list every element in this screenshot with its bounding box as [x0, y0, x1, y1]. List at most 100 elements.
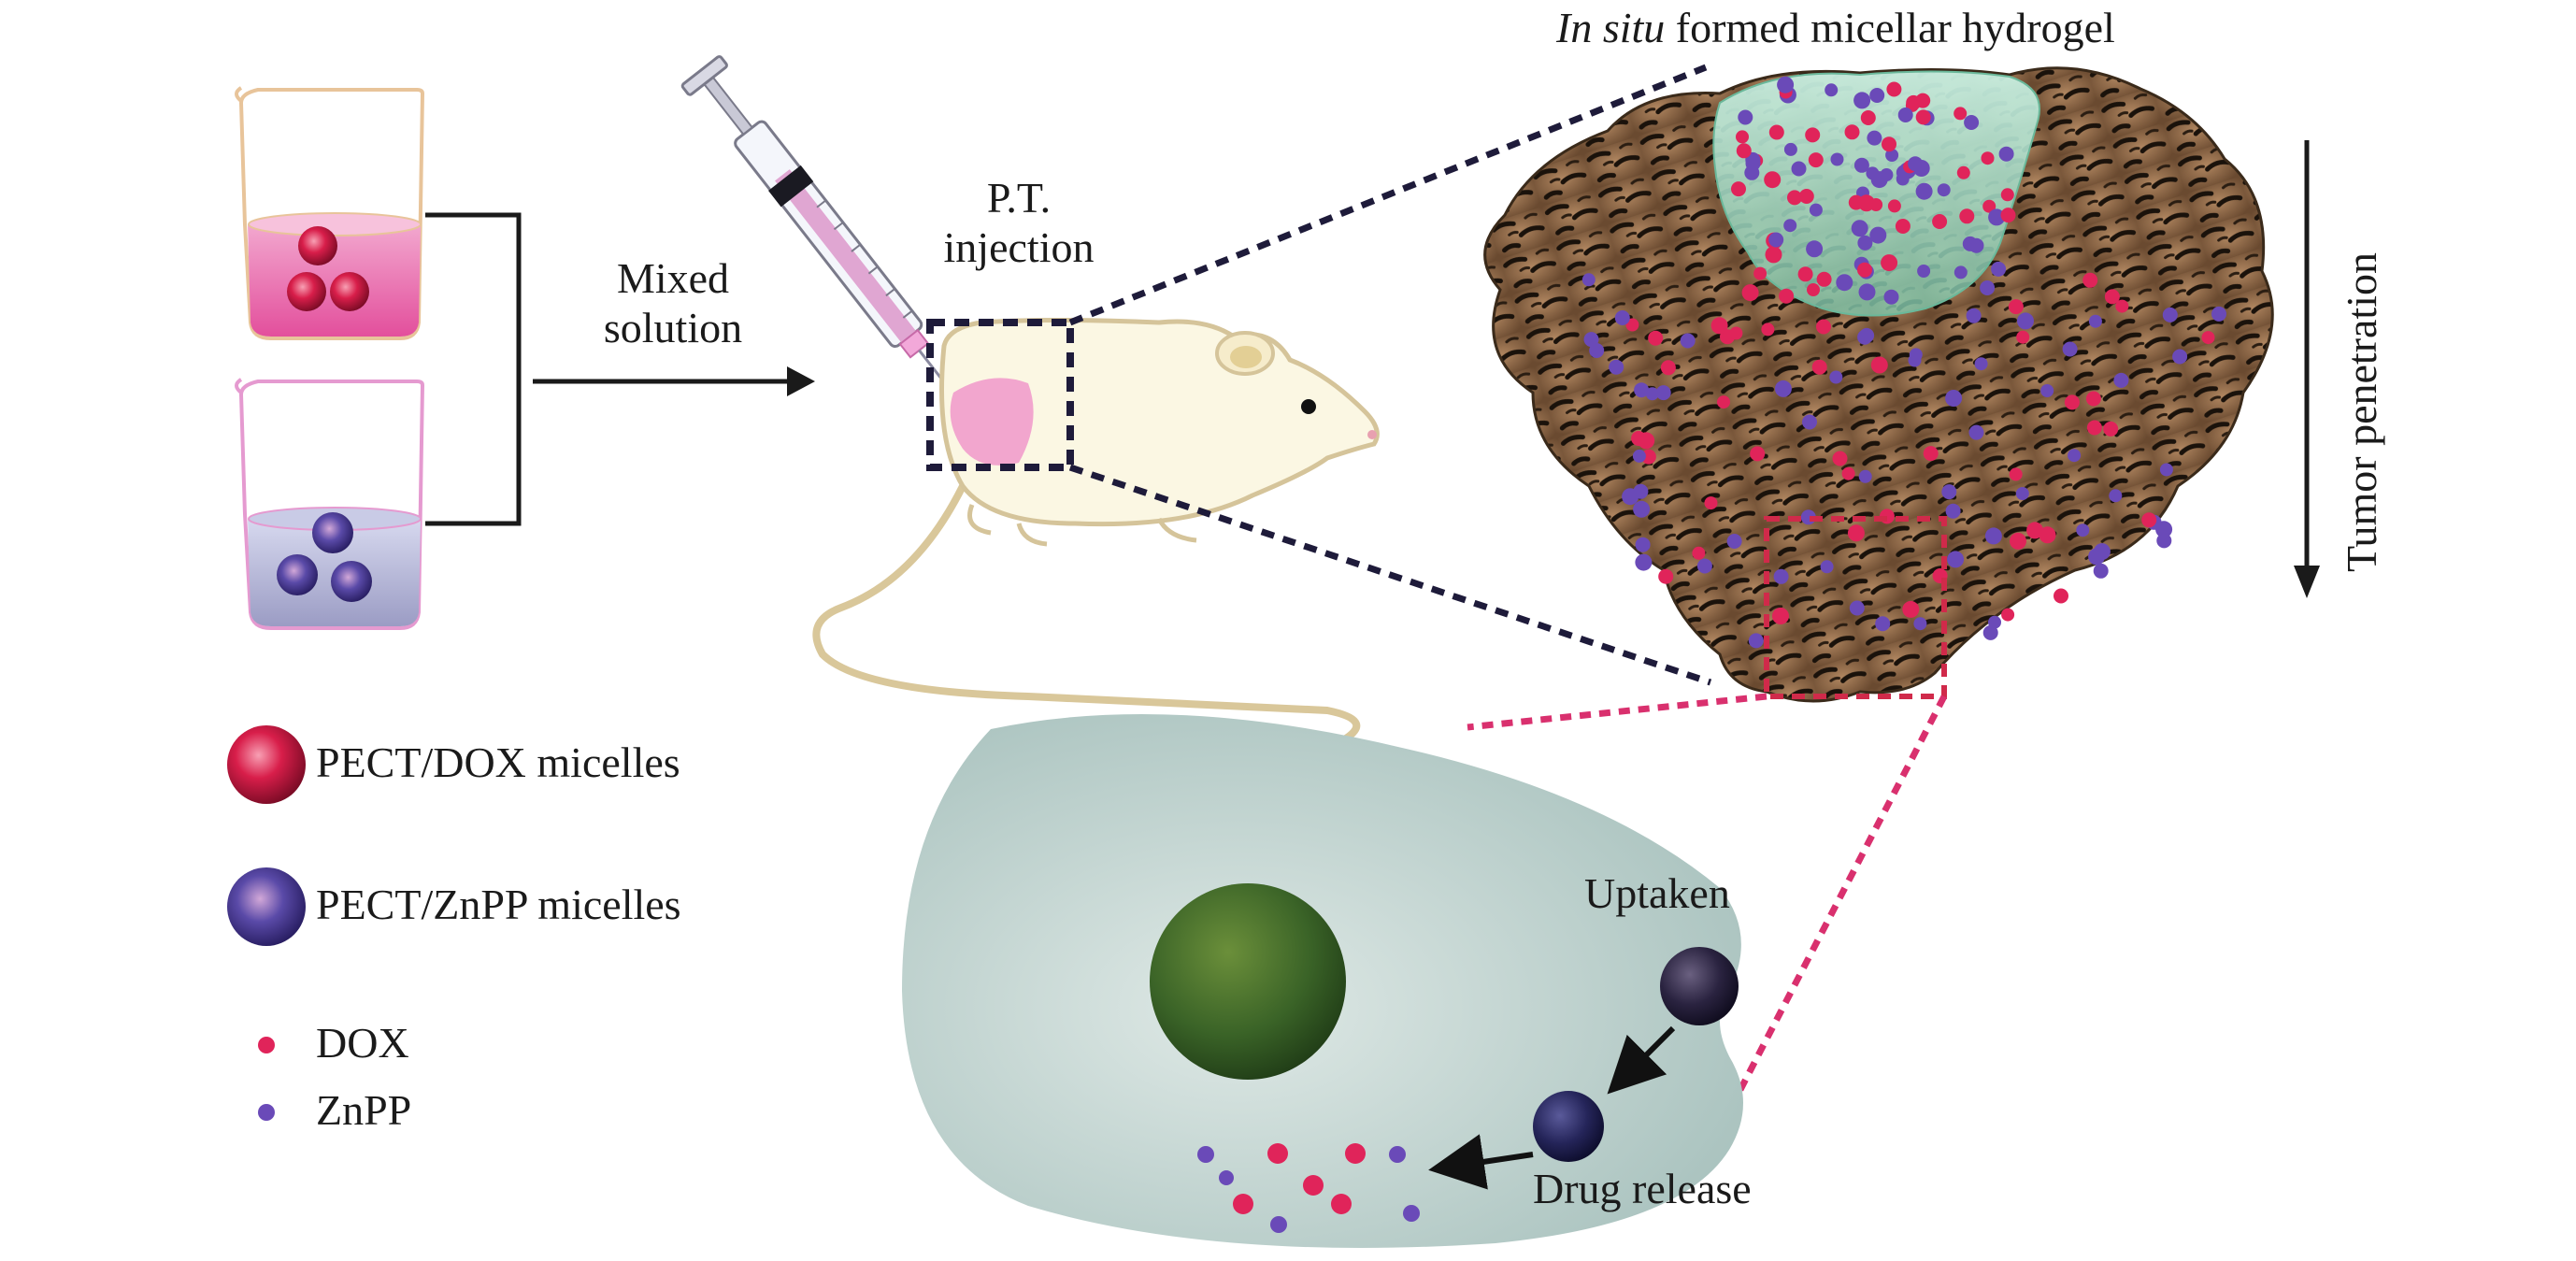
cell-zoom-line-right — [1727, 695, 1948, 1110]
znpp-particle — [1857, 329, 1873, 345]
znpp-particle — [1980, 280, 1996, 295]
znpp-particle — [2093, 563, 2109, 579]
dox-particle — [2201, 331, 2215, 345]
dox-particle — [1981, 151, 1995, 165]
legend-label-znpp: ZnPP — [316, 1086, 412, 1134]
dox-particle — [2010, 532, 2026, 550]
znpp-particle — [1809, 203, 1823, 217]
znpp-particle — [1870, 171, 1888, 189]
dox-particle — [1625, 318, 1639, 332]
znpp-particle — [1635, 537, 1651, 552]
znpp-particle — [2017, 312, 2034, 330]
znpp-particle — [1883, 289, 1899, 305]
tumor-illustration — [1483, 66, 2274, 703]
znpp-particle — [1858, 283, 1876, 301]
znpp-particle — [2156, 533, 2172, 549]
dox-particle — [1870, 356, 1888, 374]
dox-particle — [2008, 299, 2024, 315]
znpp-particle — [2159, 463, 2173, 477]
hydrogel-label-rest: formed micellar hydrogel — [1665, 4, 2115, 51]
znpp-particle — [2015, 487, 2029, 500]
penetration-arrow-head — [2294, 566, 2320, 598]
merge-bracket — [425, 212, 522, 526]
znpp-particle — [1945, 503, 1961, 519]
znpp-particle — [1896, 172, 1910, 186]
pt-injection-label: P.T. injection — [897, 174, 1140, 273]
dox-particle — [2082, 272, 2098, 288]
uptaken-label: Uptaken — [1584, 869, 1730, 917]
znpp-particle — [1849, 600, 1865, 616]
znpp-particle — [2211, 306, 2226, 322]
dox-particle — [1956, 165, 1970, 179]
znpp-particle — [1998, 146, 2014, 162]
znpp-particle — [1908, 156, 1924, 172]
znpp-particle — [2162, 307, 2178, 322]
hydrogel-label: In situ formed micellar hydrogel — [1556, 4, 2115, 53]
mouse-illustration — [812, 318, 1380, 753]
dox-particle — [2064, 394, 2080, 410]
dox-particle — [1692, 546, 1706, 560]
znpp-particle — [1820, 560, 1834, 574]
dox-particle — [1764, 171, 1782, 189]
dox-particle — [2016, 330, 2030, 344]
dox-particle — [1841, 466, 1855, 480]
dox-particle — [1816, 319, 1831, 335]
injection-site — [950, 378, 1034, 466]
znpp-micelle-icon — [331, 561, 372, 602]
dox-particle — [1816, 271, 1832, 287]
znpp-particle — [1645, 387, 1659, 401]
dox-particle — [2115, 299, 2129, 313]
legend-label-pect-znpp: PECT/ZnPP micelles — [316, 881, 681, 928]
dox-particle — [1797, 266, 1813, 282]
dox-particle — [1923, 446, 1939, 462]
dox-particle — [2103, 421, 2119, 437]
dox-particle — [1857, 262, 1872, 278]
dox-particle — [1648, 330, 1664, 346]
znpp-particle — [1974, 357, 1988, 371]
znpp-particle — [1875, 616, 1891, 632]
znpp-particle — [1634, 382, 1650, 398]
beaker-znpp — [235, 378, 425, 630]
dox-particle — [2141, 512, 2157, 528]
dox-particle — [2054, 588, 2068, 604]
dox-particle — [2085, 391, 2101, 407]
legend-znpp-dot-icon — [258, 1104, 275, 1121]
dox-particle — [1736, 130, 1749, 144]
dox-particle — [1787, 190, 1802, 206]
znpp-particle — [1857, 235, 1873, 251]
legend-dox-dot-icon — [258, 1037, 275, 1053]
dox-particle — [1798, 189, 1814, 204]
znpp-particle — [1988, 615, 2001, 629]
znpp-particle — [1589, 343, 1605, 358]
dox-particle — [2000, 208, 2016, 223]
znpp-particle — [1836, 274, 1853, 292]
dox-particle — [1658, 568, 1674, 584]
znpp-particle — [2088, 314, 2102, 328]
znpp-particle — [1869, 88, 1885, 103]
dox-particle — [1631, 431, 1647, 446]
dox-particle — [1660, 360, 1676, 376]
znpp-particle — [1768, 232, 1784, 248]
znpp-particle — [1988, 208, 2006, 226]
dox-particle — [1808, 152, 1824, 168]
znpp-particle — [1583, 332, 1599, 348]
dox-particle — [1811, 359, 1827, 375]
znpp-particle — [1748, 633, 1764, 649]
release-arrow — [1428, 1134, 1534, 1190]
znpp-particle — [1945, 390, 1963, 407]
znpp-particle — [1633, 500, 1651, 518]
uptaken-micelle — [1660, 947, 1739, 1025]
znpp-particle — [1913, 617, 1927, 631]
uptake-arrow — [1607, 1025, 1676, 1095]
dox-particle — [1772, 608, 1789, 624]
znpp-particle — [1853, 92, 1871, 109]
dox-micelle-icon — [330, 272, 369, 311]
drug-release-label: Drug release — [1533, 1165, 1752, 1212]
znpp-particle — [1726, 534, 1742, 549]
pt-injection-line1: P.T. — [986, 174, 1052, 222]
cell-illustration — [902, 714, 1743, 1248]
syringe-icon — [680, 55, 991, 441]
dox-particle — [1710, 317, 1728, 335]
